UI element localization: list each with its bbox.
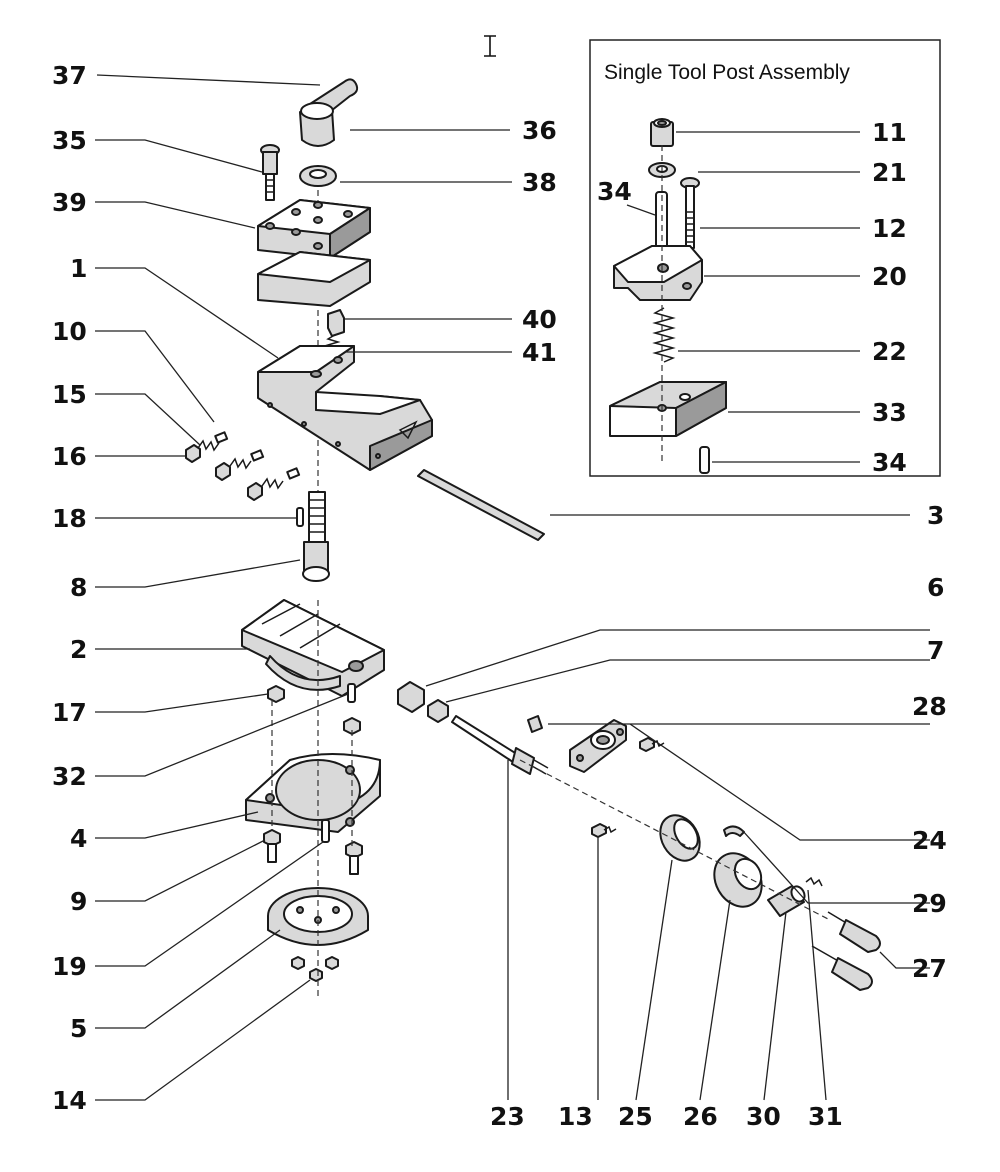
part-number-labels: 37 36 35 38 39 1 40 10 41 15 16 18 3 8 6…	[52, 61, 947, 1131]
nut-17-part	[267, 685, 361, 735]
dial-ring-part	[659, 814, 701, 862]
pin-19-part	[321, 819, 330, 843]
label-28: 28	[912, 692, 947, 721]
bolt-35-part	[260, 144, 280, 201]
stud-part	[296, 491, 330, 582]
label-15: 15	[52, 380, 87, 409]
inset-label-33: 33	[872, 398, 907, 427]
inset-panel: Single Tool Post Assembly	[589, 39, 941, 477]
label-5: 5	[70, 1014, 87, 1043]
inset-label-12: 12	[872, 214, 907, 243]
tool-post-block-part	[257, 199, 371, 307]
label-29: 29	[912, 889, 947, 918]
key-part	[527, 715, 543, 733]
label-37: 37	[52, 61, 87, 90]
label-7: 7	[927, 636, 944, 665]
label-6: 6	[927, 573, 944, 602]
assembly-axis-lines	[271, 600, 831, 1000]
swivel-base-part	[245, 753, 381, 833]
clip-part	[723, 825, 745, 837]
inset-bracket-part	[613, 245, 703, 301]
text-cursor-icon	[484, 35, 496, 57]
screw-14-part	[291, 956, 339, 982]
gib-strip-part	[417, 469, 545, 541]
label-1: 1	[70, 254, 87, 283]
label-35: 35	[52, 126, 87, 155]
sleeve-part	[397, 681, 425, 713]
label-18: 18	[52, 504, 87, 533]
base-plate-part	[267, 887, 369, 946]
inset-label-22: 22	[872, 337, 907, 366]
label-41: 41	[522, 338, 557, 367]
label-2: 2	[70, 635, 87, 664]
compound-top-slide-part	[257, 345, 433, 471]
inset-bolt-part	[680, 177, 700, 249]
inset-label-11: 11	[872, 118, 907, 147]
inset-small-pin-part	[699, 446, 710, 474]
label-32: 32	[52, 762, 87, 791]
gib-screws-part	[185, 431, 301, 501]
label-4: 4	[70, 824, 87, 853]
detent-block-part	[327, 309, 345, 337]
label-13: 13	[558, 1102, 593, 1131]
bearing-bracket-part	[569, 719, 627, 773]
label-36: 36	[522, 116, 557, 145]
label-26: 26	[683, 1102, 718, 1131]
washer-part	[299, 165, 337, 187]
inset-spring-part	[652, 307, 676, 363]
label-19: 19	[52, 952, 87, 981]
inset-label-21: 21	[872, 158, 907, 187]
label-9: 9	[70, 887, 87, 916]
handle-nut-part	[299, 102, 335, 147]
handwheel-hub-part	[713, 852, 763, 908]
label-31: 31	[808, 1102, 843, 1131]
label-38: 38	[522, 168, 557, 197]
leader-lines	[95, 74, 930, 1101]
label-39: 39	[52, 188, 87, 217]
inset-label-20: 20	[872, 262, 907, 291]
handle-shaft-part	[767, 885, 806, 917]
label-14: 14	[52, 1086, 87, 1115]
inset-label-34-top: 34	[597, 177, 632, 206]
inset-border	[589, 39, 941, 477]
handle-grips-part	[811, 911, 881, 991]
label-17: 17	[52, 698, 87, 727]
label-8: 8	[70, 573, 87, 602]
label-24: 24	[912, 826, 947, 855]
inset-title: Single Tool Post Assembly	[604, 61, 850, 84]
label-3: 3	[927, 501, 944, 530]
label-30: 30	[746, 1102, 781, 1131]
set-screw-part	[805, 876, 823, 887]
label-10: 10	[52, 317, 87, 346]
bolt-9-part	[263, 829, 363, 875]
pin-32-part	[347, 683, 356, 703]
inset-nut-part	[650, 118, 674, 147]
label-25: 25	[618, 1102, 653, 1131]
label-27: 27	[912, 954, 947, 983]
inset-label-34-bottom: 34	[872, 448, 907, 477]
leadscrew-nut-part	[427, 699, 449, 723]
screw-13-part	[591, 737, 665, 838]
label-23: 23	[490, 1102, 525, 1131]
label-16: 16	[52, 442, 87, 471]
label-40: 40	[522, 305, 557, 334]
middle-slide-part	[241, 599, 385, 697]
inset-base-block-part	[609, 381, 727, 437]
